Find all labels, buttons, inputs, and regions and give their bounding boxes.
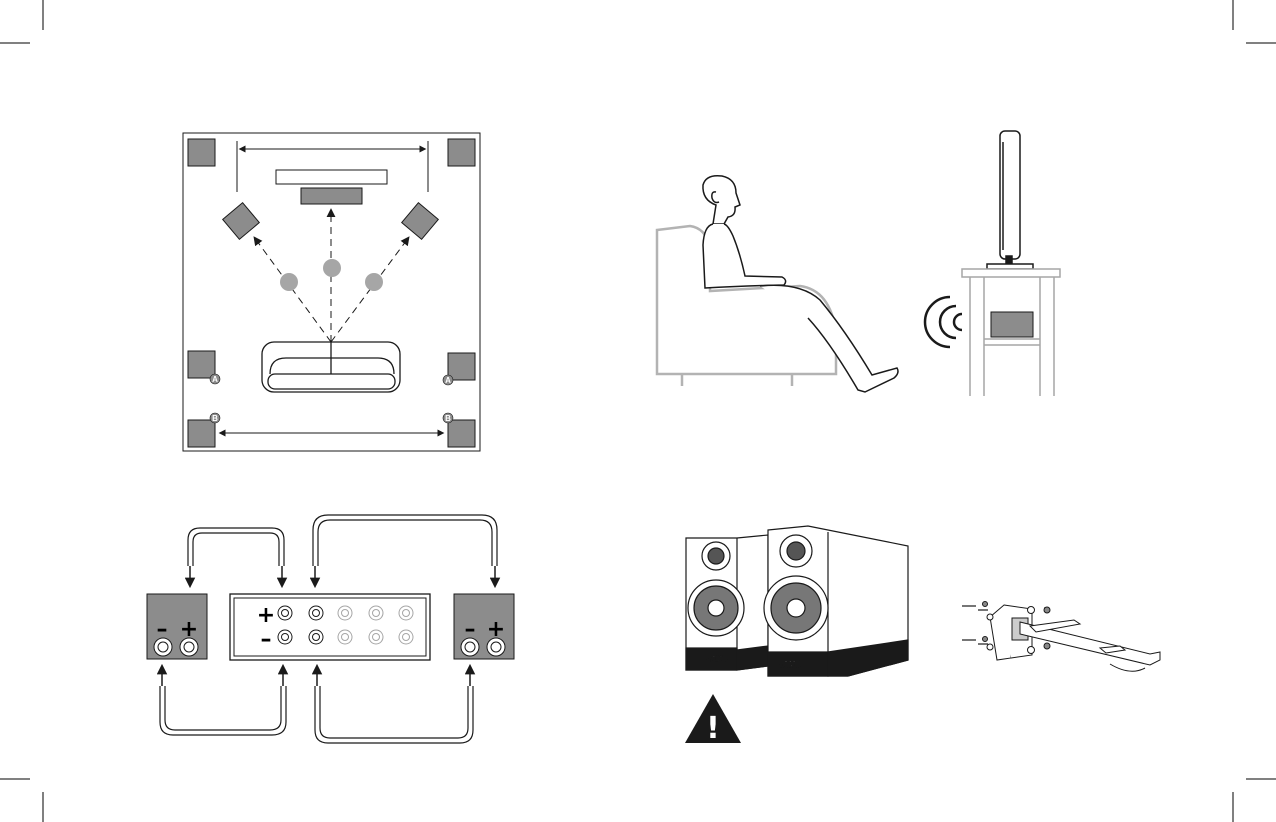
surround-back-right-speaker-b [448, 420, 475, 447]
label-b: B [445, 414, 451, 423]
tv-stand-subwoofer-illustration [925, 131, 1060, 396]
room-layout-diagram: A A B B [183, 133, 480, 451]
tv-screen [276, 170, 387, 184]
sofa [262, 342, 400, 392]
brand-logo: JAMO [707, 656, 728, 663]
plus-sign: + [257, 603, 275, 628]
surround-back-left-speaker-b [188, 420, 215, 447]
minus-sign: – [261, 627, 272, 652]
warning-symbol: ! [706, 711, 720, 746]
front-left-speaker [223, 203, 260, 240]
warning-triangle-icon: ! [685, 694, 741, 746]
front-left-high-speaker [188, 139, 215, 166]
brand-logo: JAMO [778, 660, 802, 669]
front-right-high-speaker [448, 139, 475, 166]
angle-marker [323, 259, 341, 277]
wireless-signal-icon [925, 297, 962, 347]
angle-marker [280, 273, 298, 291]
angle-marker [365, 273, 383, 291]
front-right-speaker [402, 203, 439, 240]
surround-right-speaker-a [448, 353, 475, 380]
surround-left-speaker-a [188, 351, 215, 378]
television [987, 131, 1033, 269]
label-a: A [445, 376, 451, 385]
wall-bracket-icon [962, 602, 1160, 672]
speaker-left: JAMO [686, 535, 768, 670]
label-b: B [212, 414, 218, 423]
center-speaker [301, 188, 362, 204]
seated-listener-illustration [657, 176, 898, 392]
speaker-wiring-diagram: – + + – – + [147, 515, 514, 743]
bookshelf-speakers-illustration: JAMO JAMO [686, 526, 908, 676]
speaker-right: JAMO [764, 526, 908, 676]
subwoofer [991, 312, 1033, 337]
label-a: A [212, 375, 218, 384]
person [703, 176, 898, 392]
